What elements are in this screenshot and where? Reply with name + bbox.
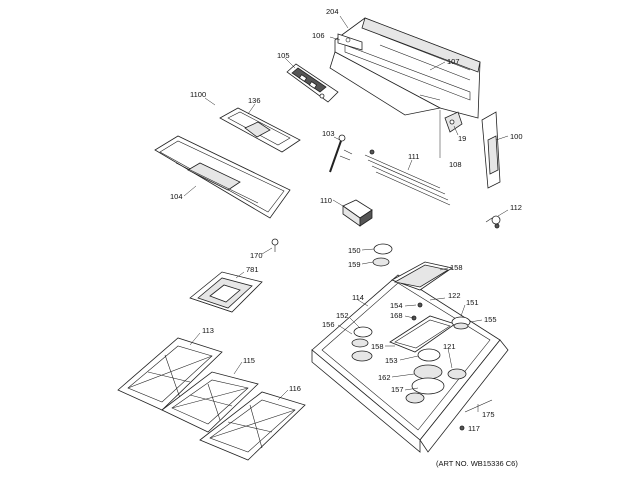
label-158-mid: 158 (371, 342, 384, 351)
label-19: 19 (458, 134, 466, 143)
switch-part (444, 111, 463, 133)
label-155: 155 (484, 315, 497, 324)
ignitor-wire (459, 399, 493, 431)
grate-116 (199, 391, 306, 461)
valve-part (485, 215, 501, 229)
label-100: 100 (510, 132, 523, 141)
label-159: 159 (348, 260, 361, 269)
label-150: 150 (348, 246, 361, 255)
cooktop (311, 274, 509, 453)
screw-170 (271, 238, 279, 252)
label-156: 156 (322, 320, 335, 329)
spark-module (342, 199, 373, 227)
label-1100: 1100 (190, 90, 206, 99)
label-114: 114 (352, 293, 364, 302)
electrode-rod (329, 134, 353, 173)
grate-115 (161, 371, 259, 433)
label-104: 104 (170, 192, 183, 201)
oval-burner (391, 261, 453, 291)
label-117: 117 (468, 424, 480, 433)
label-170: 170 (250, 251, 263, 260)
label-158-top: 158 (450, 263, 463, 272)
leader-lines (183, 15, 509, 412)
label-168: 168 (390, 311, 403, 320)
label-154: 154 (390, 301, 403, 310)
backguard-panel (329, 17, 481, 119)
wire-harness (364, 149, 451, 206)
label-111: 111 (408, 152, 419, 161)
label-122: 122 (448, 291, 461, 300)
grate-113 (117, 337, 223, 411)
label-105: 105 (277, 51, 290, 60)
control-overlay (219, 107, 301, 153)
label-113: 113 (202, 326, 214, 335)
side-trim (481, 111, 501, 189)
label-204: 204 (326, 7, 339, 16)
griddle-781 (189, 271, 263, 313)
label-136: 136 (248, 96, 261, 105)
label-103: 103 (322, 129, 335, 138)
label-116: 116 (289, 384, 301, 393)
art-number: (ART NO. WB15336 C6) (436, 459, 518, 468)
label-115: 115 (243, 356, 255, 365)
control-panel (154, 135, 291, 219)
label-121: 121 (443, 342, 456, 351)
label-110: 110 (320, 196, 332, 205)
part-labels: 204 106 107 105 1100 136 19 100 103 104 … (170, 7, 523, 433)
label-107: 107 (447, 57, 460, 66)
label-153: 153 (385, 356, 398, 365)
label-157: 157 (391, 385, 404, 394)
label-106: 106 (312, 31, 325, 40)
label-781: 781 (246, 265, 259, 274)
label-152: 152 (336, 311, 349, 320)
label-151: 151 (466, 298, 479, 307)
label-108: 108 (449, 160, 462, 169)
burner-caps (351, 243, 471, 404)
label-112: 112 (510, 203, 522, 212)
label-162: 162 (378, 373, 391, 382)
label-175: 175 (482, 410, 495, 419)
control-board (286, 63, 339, 103)
